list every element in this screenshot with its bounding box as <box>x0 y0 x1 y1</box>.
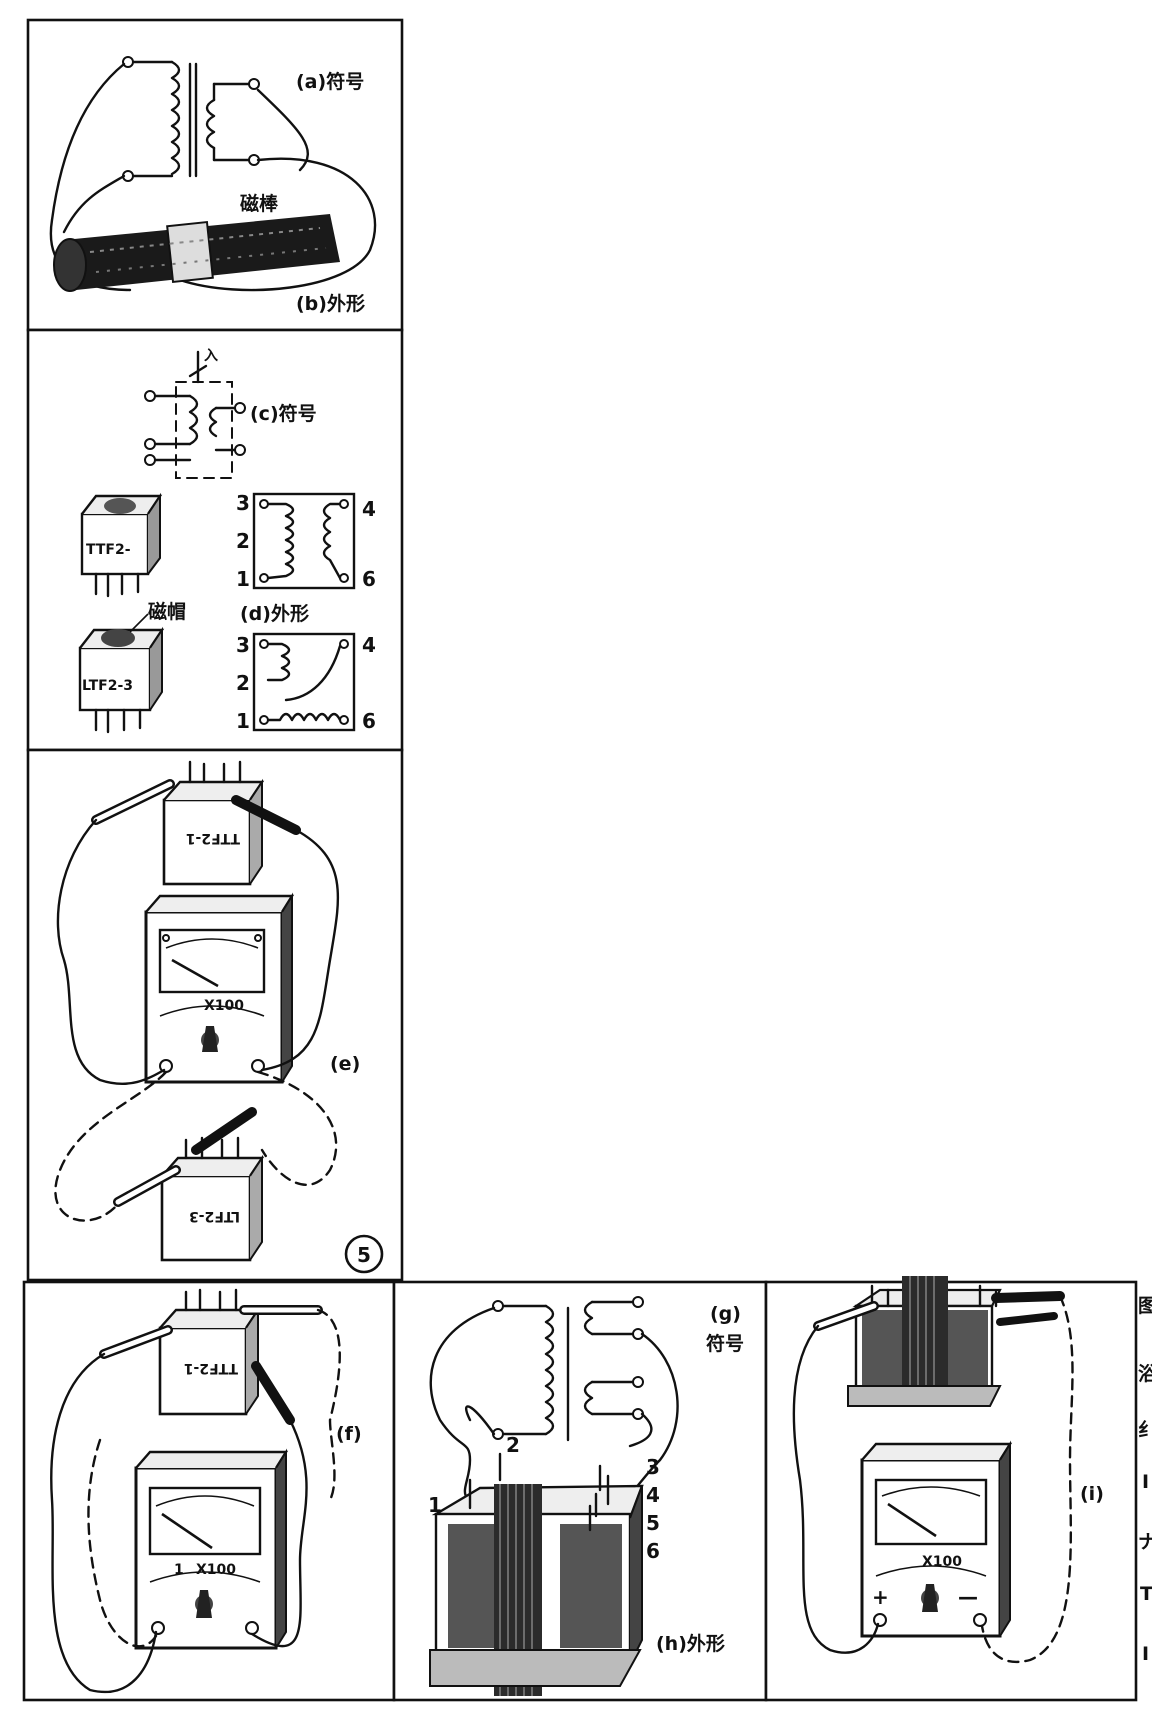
pin-1-upper: 1 <box>236 567 250 591</box>
pin-4-upper: 4 <box>362 497 376 521</box>
pin-3-lower: 3 <box>236 633 250 657</box>
margin-char-7: I <box>1142 1643 1149 1665</box>
svg-text:1: 1 <box>174 1562 184 1578</box>
margin-char-4: I <box>1142 1471 1149 1493</box>
figure-number-circle <box>344 1234 384 1274</box>
figure-number: 5 <box>357 1243 371 1267</box>
margin-char-6: T <box>1140 1583 1152 1605</box>
probes-e <box>54 779 340 1222</box>
svg-text:LTF2-3: LTF2-3 <box>82 678 133 694</box>
rod-antenna-symbol <box>49 56 377 292</box>
label-in: 入 <box>204 348 218 364</box>
pinout-lower <box>252 632 356 732</box>
probes-f <box>50 1305 341 1693</box>
pin-6-lower: 6 <box>362 709 376 733</box>
if-transformer-symbol <box>144 350 246 479</box>
label-b: (b)外形 <box>296 292 365 315</box>
ferrite-rod <box>53 214 340 292</box>
power-transformer-body <box>429 1452 644 1696</box>
svg-text:TTF2-1: TTF2-1 <box>186 830 240 846</box>
label-g-symbol: 符号 <box>706 1332 744 1355</box>
svg-text:X100: X100 <box>204 998 244 1014</box>
margin-char-5: ナ <box>1138 1531 1152 1553</box>
svg-text:X100: X100 <box>922 1554 962 1570</box>
if-can-e-lower: LTF2-3 <box>160 1136 265 1262</box>
pin-3-upper: 3 <box>236 491 250 515</box>
label-i: (i) <box>1080 1483 1104 1505</box>
label-e: (e) <box>330 1053 360 1075</box>
if-can-lower: LTF2-3 <box>78 613 165 734</box>
label-a: (a)符号 <box>296 70 364 93</box>
pin-2-upper: 2 <box>236 529 250 553</box>
label-cap: 磁帽 <box>148 600 186 623</box>
probes-i <box>792 1291 1074 1663</box>
pin-h-4: 4 <box>646 1483 660 1507</box>
label-c: (c)符号 <box>250 402 317 425</box>
meter-i-plus: + <box>872 1585 889 1609</box>
pin-h-6: 6 <box>646 1539 660 1563</box>
pin-h-2: 2 <box>506 1433 520 1457</box>
pin-4-lower: 4 <box>362 633 376 657</box>
pin-1-lower: 1 <box>236 709 250 733</box>
pin-h-5: 5 <box>646 1511 660 1535</box>
svg-text:TTF2-: TTF2- <box>86 542 131 558</box>
pin-2-lower: 2 <box>236 671 250 695</box>
margin-char-3: 纟 <box>1138 1419 1152 1441</box>
power-transformer-i <box>847 1276 1002 1407</box>
meter-i: X100 <box>860 1440 1013 1638</box>
label-rod: 磁棒 <box>240 192 279 215</box>
meter-f: 1 X100 <box>134 1448 289 1650</box>
if-can-f: TTF2-1 <box>158 1288 261 1416</box>
margin-char-1: 图 <box>1138 1295 1152 1317</box>
label-f: (f) <box>336 1423 362 1445</box>
margin-char-2: 浴 <box>1138 1363 1152 1385</box>
label-d: (d)外形 <box>240 602 309 625</box>
label-g: (g) <box>710 1303 741 1325</box>
label-h: (h)外形 <box>656 1632 725 1655</box>
pin-h-3: 3 <box>646 1455 660 1479</box>
pin-6-upper: 6 <box>362 567 376 591</box>
meter-e: X100 <box>144 892 295 1084</box>
if-can-upper: TTF2- <box>80 492 163 598</box>
svg-text:X100: X100 <box>196 1562 236 1578</box>
pin-h-1: 1 <box>428 1493 442 1517</box>
meter-i-minus: — <box>958 1585 978 1609</box>
svg-text:LTF2-3: LTF2-3 <box>189 1208 240 1224</box>
svg-text:TTF2-1: TTF2-1 <box>184 1360 238 1376</box>
pinout-upper <box>252 492 356 590</box>
